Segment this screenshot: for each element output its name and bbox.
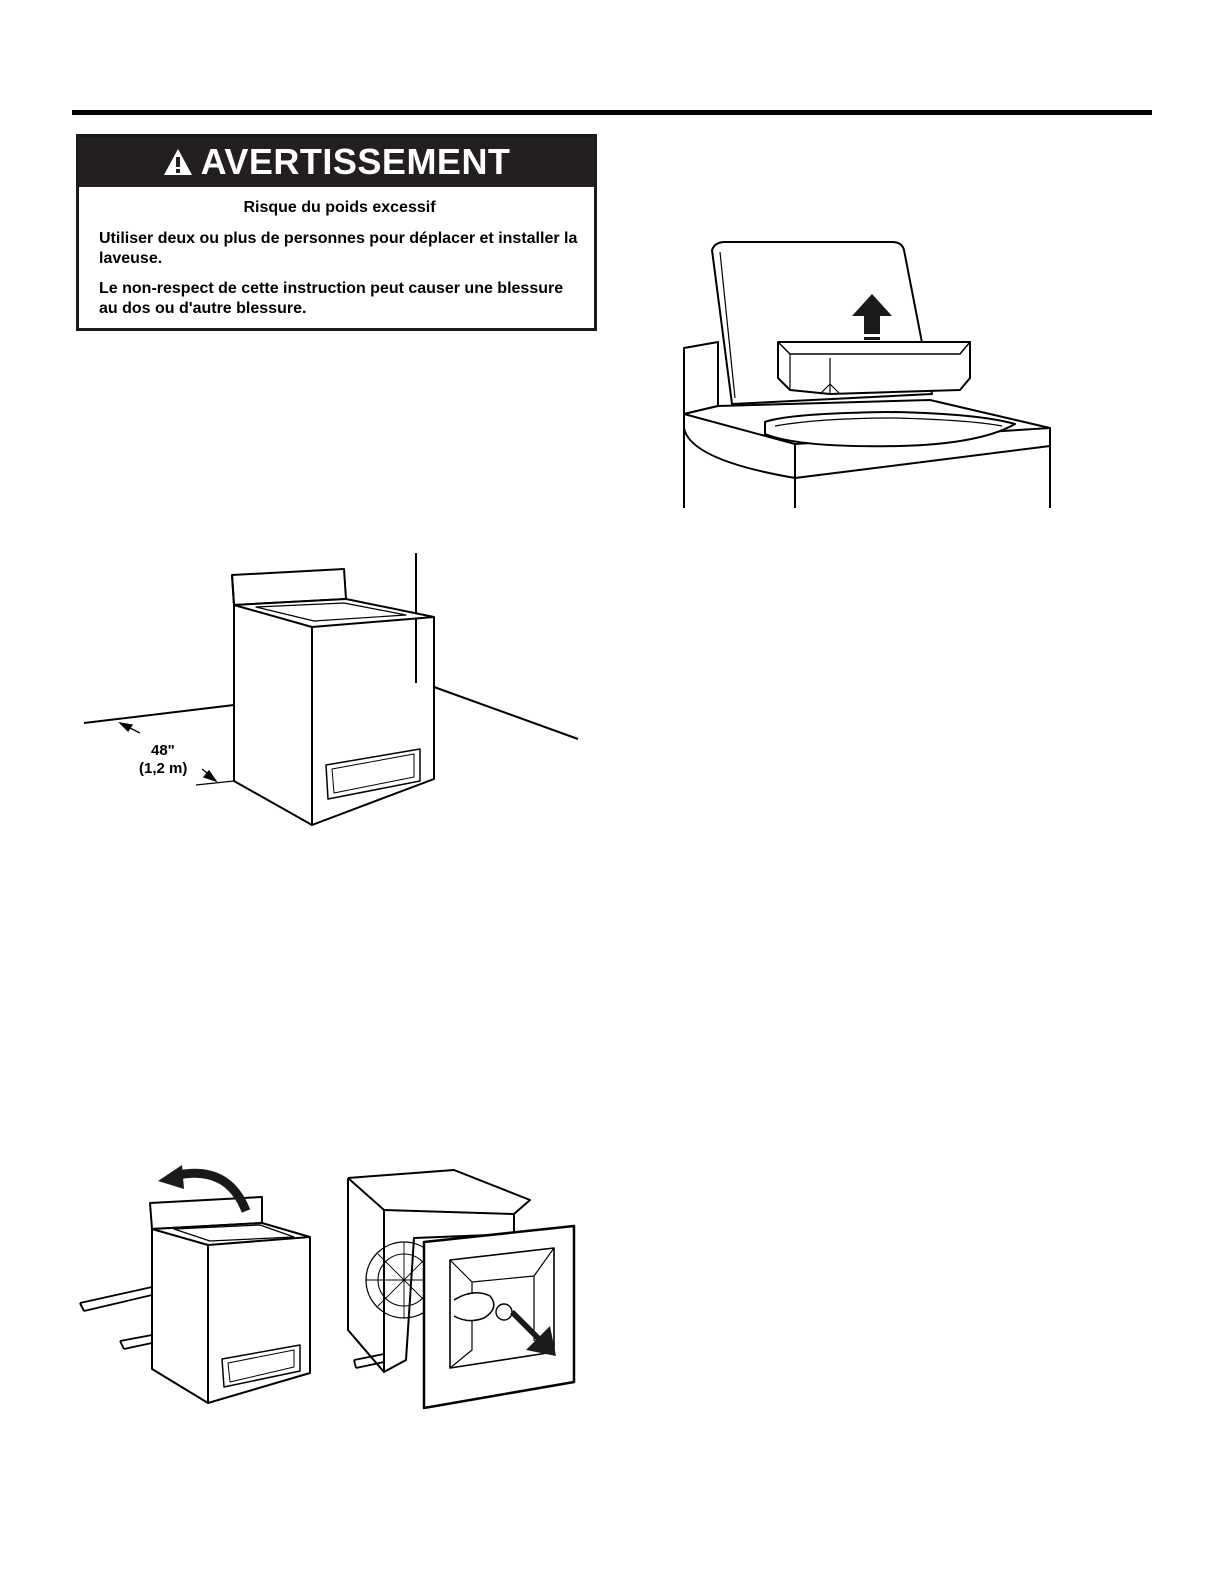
dimension-label-inches: 48" [151, 742, 175, 759]
warning-subtitle: Risque du poids excessif [99, 199, 580, 217]
warning-header: AVERTISSEMENT [79, 137, 594, 187]
washer-panel-figure [344, 1160, 589, 1422]
dimension-label-meters: (1,2 m) [139, 760, 187, 777]
washer-clearance-figure [84, 553, 584, 835]
warning-paragraph: Utiliser deux ou plus de personnes pour … [99, 229, 580, 269]
warning-title: AVERTISSEMENT [201, 141, 511, 183]
warning-box: AVERTISSEMENT Risque du poids excessif U… [76, 134, 597, 331]
warning-triangle-icon [163, 148, 193, 176]
washer-tilt-figure [78, 1163, 318, 1413]
warning-paragraph: Le non-respect de cette instruction peut… [99, 279, 580, 319]
washer-tray-figure [680, 238, 1060, 510]
top-rule [72, 110, 1152, 115]
